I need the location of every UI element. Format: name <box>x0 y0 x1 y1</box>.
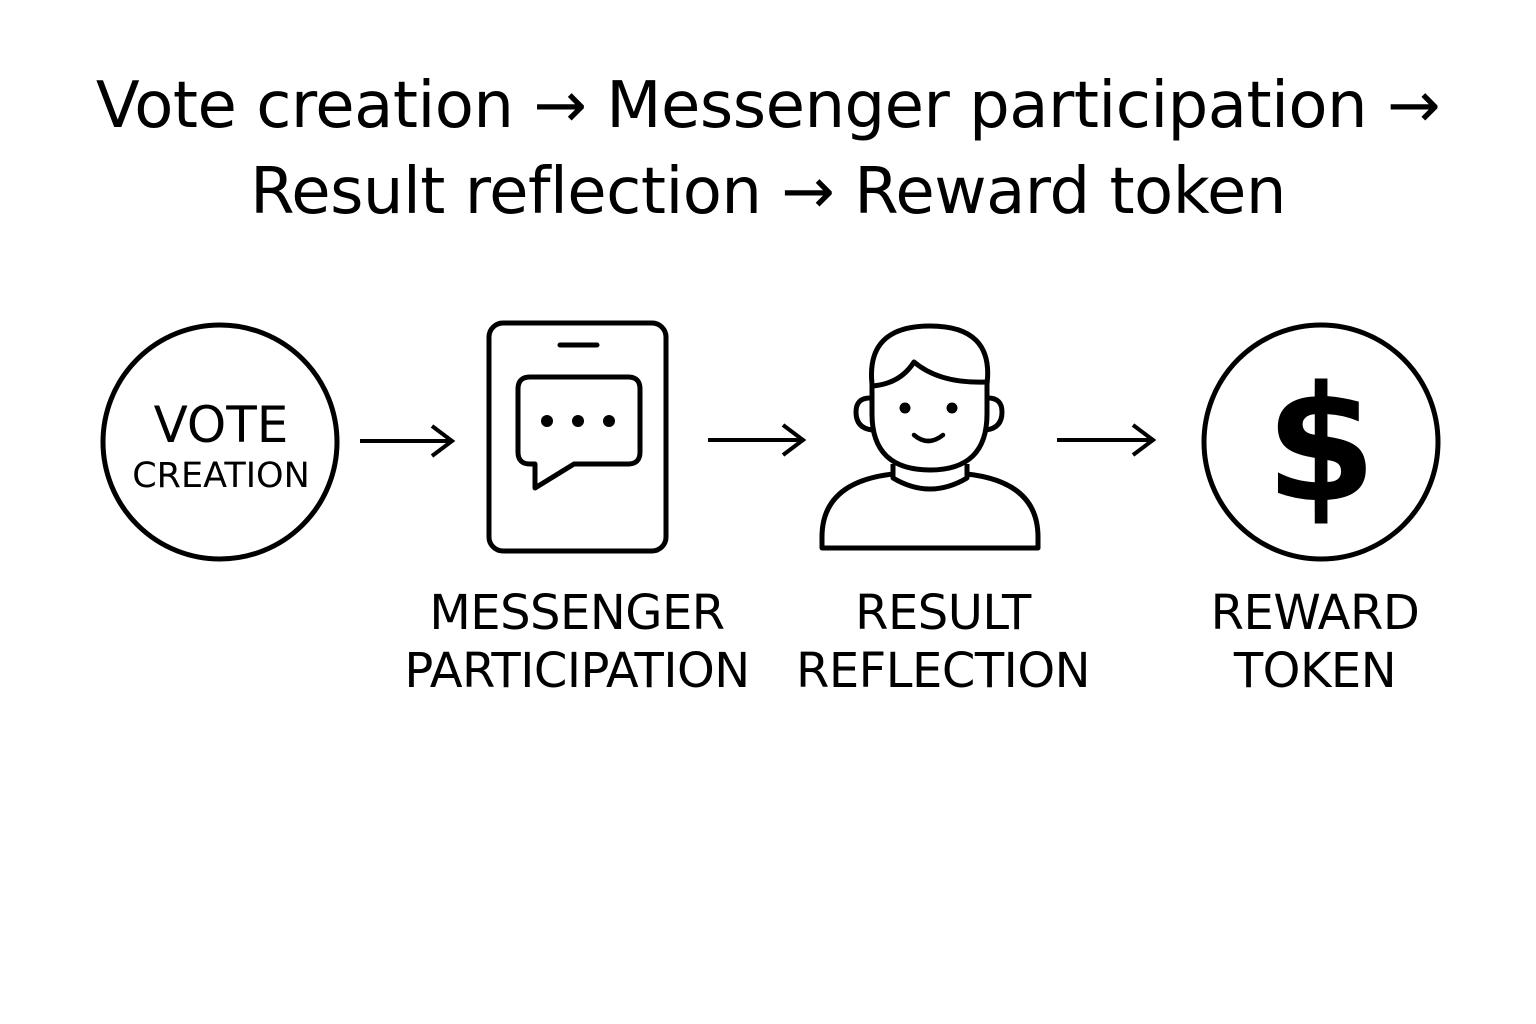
arrow-1-icon <box>360 424 456 458</box>
dollar-symbol: $ <box>1265 351 1376 538</box>
chat-bubble-icon <box>515 374 643 491</box>
step-label-messenger-line2: PARTICIPATION <box>404 643 750 699</box>
phone-outline <box>486 320 669 554</box>
arrow-3-icon <box>1057 423 1157 457</box>
step-label-reward: REWARD TOKEN <box>1115 584 1515 700</box>
arrow-2-icon <box>708 423 807 457</box>
dollar-coin-icon: $ <box>1201 322 1441 562</box>
step-label-result-line1: RESULT <box>855 585 1031 641</box>
vote-creation-badge: VOTE CREATION <box>100 322 340 562</box>
step-label-result-line2: REFLECTION <box>795 643 1091 699</box>
vote-badge-line1: VOTE <box>154 396 289 454</box>
step-label-result: RESULT REFLECTION <box>743 584 1143 700</box>
vote-badge-line2: CREATION <box>132 456 310 496</box>
phone-chat-icon <box>486 320 669 554</box>
step-label-messenger: MESSENGER PARTICIPATION <box>377 584 777 700</box>
coin-circle <box>1201 322 1441 562</box>
title-line-1: Vote creation → Messenger participation … <box>95 69 1441 143</box>
step-label-reward-line1: REWARD <box>1210 585 1420 641</box>
step-label-messenger-line1: MESSENGER <box>429 585 725 641</box>
title-line-2: Result reflection → Reward token <box>250 155 1286 229</box>
step-label-reward-line2: TOKEN <box>1233 643 1397 699</box>
vote-badge-circle <box>100 322 340 562</box>
person-icon <box>819 323 1041 551</box>
